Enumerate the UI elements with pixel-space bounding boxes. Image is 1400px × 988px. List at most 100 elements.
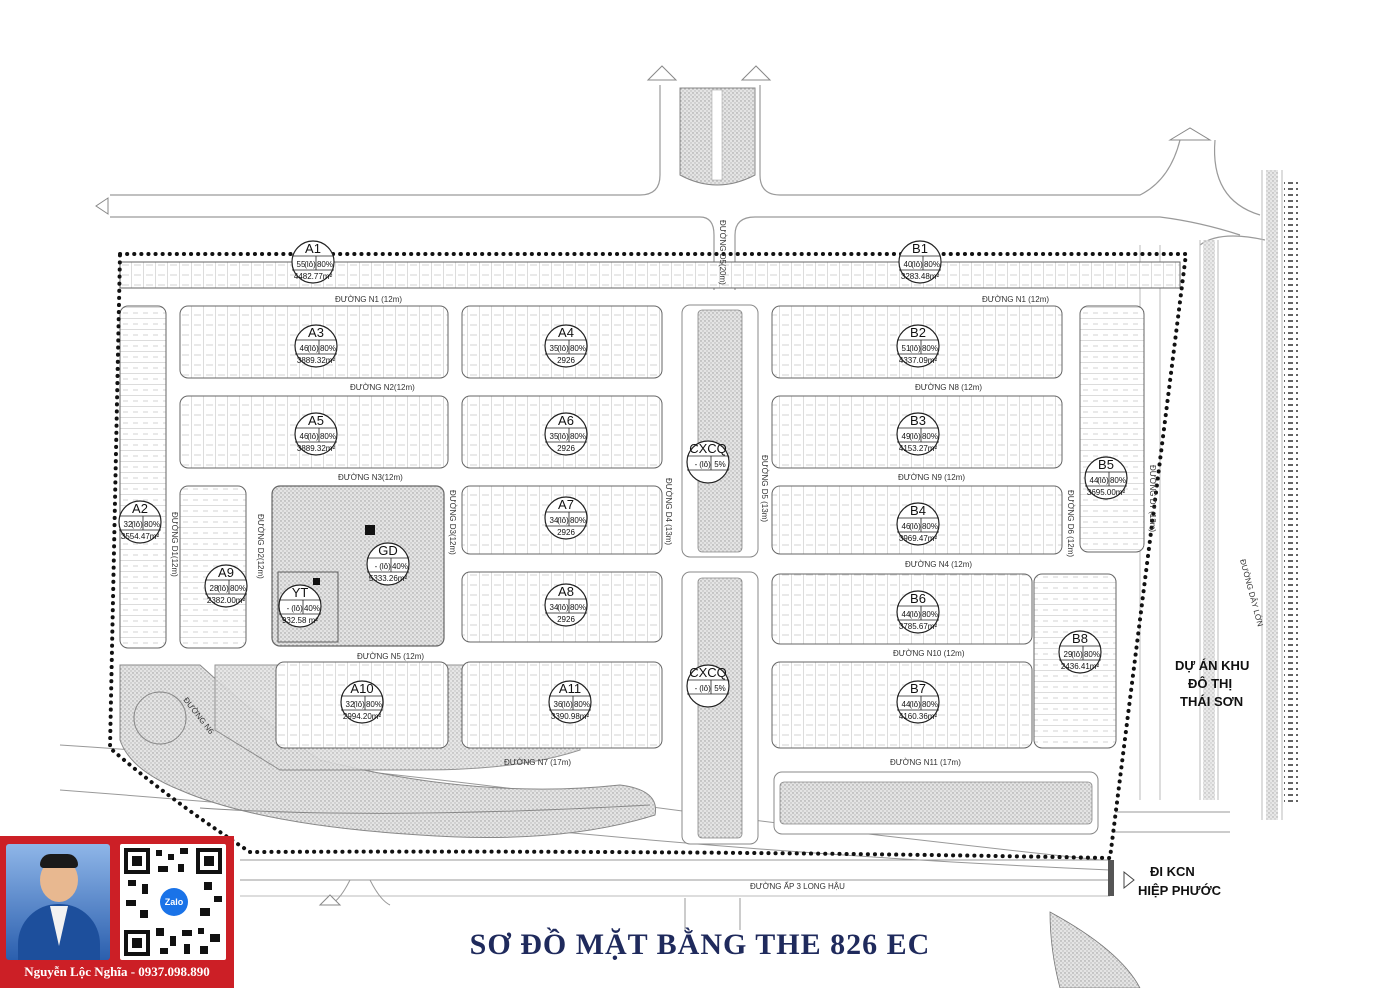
road-n3: ĐƯỜNG N3(12m) bbox=[338, 473, 403, 482]
block-id: A5 bbox=[308, 413, 324, 428]
block-density: 80% bbox=[317, 260, 333, 269]
block-lot-unit: (lô) bbox=[909, 432, 921, 441]
road-n11: ĐƯỜNG N11 (17m) bbox=[890, 758, 961, 767]
block-id: A11 bbox=[559, 681, 581, 696]
block-lot-unit: (lô) bbox=[379, 562, 391, 571]
road-n2: ĐƯỜNG N2(12m) bbox=[350, 383, 415, 392]
block-lot-unit: (lô) bbox=[557, 516, 569, 525]
label-kcn-hiep-phuoc: ĐI KCN HIỆP PHƯỚC bbox=[1138, 864, 1222, 898]
block-lot-unit: (lô) bbox=[304, 260, 316, 269]
block-area: 2926 bbox=[557, 356, 575, 365]
svg-text:ĐI KCN: ĐI KCN bbox=[1150, 864, 1195, 879]
block-lot-count: 40 bbox=[904, 260, 913, 269]
block-id: B1 bbox=[912, 241, 928, 256]
page-title: SƠ ĐỒ MẶT BẰNG THE 826 EC bbox=[469, 928, 931, 961]
road-n1-left: ĐƯỜNG N1 (12m) bbox=[335, 295, 402, 304]
road-d4: ĐƯỜNG D4 (13m) bbox=[664, 478, 673, 545]
svg-text:HIỆP PHƯỚC: HIỆP PHƯỚC bbox=[1138, 883, 1222, 898]
block-density: 80% bbox=[1110, 476, 1126, 485]
block-area: 3283.48m² bbox=[901, 272, 940, 281]
road-d1: ĐƯỜNG D1(12m) bbox=[170, 512, 179, 577]
road-d6: ĐƯỜNG D6 (12m) bbox=[1066, 490, 1075, 557]
block-density: 80% bbox=[570, 516, 586, 525]
block-area: 4153.27m² bbox=[899, 444, 938, 453]
block-area: 2926 bbox=[557, 615, 575, 624]
block-lot-unit: (lô) bbox=[217, 584, 229, 593]
contact-card: Zalo Nguyễn Lộc Nghĩa - 0937.098.890 bbox=[0, 836, 234, 988]
block-lot-unit: (lô) bbox=[307, 344, 319, 353]
block-id: B6 bbox=[910, 591, 926, 606]
road-n4: ĐƯỜNG N4 (12m) bbox=[905, 560, 972, 569]
contact-line: Nguyễn Lộc Nghĩa - 0937.098.890 bbox=[24, 964, 210, 979]
block-lot-count: 32 bbox=[346, 700, 355, 709]
block-area: 4160.36m² bbox=[899, 712, 938, 721]
block-area: 932.58 m² bbox=[282, 616, 318, 625]
block-density: 80% bbox=[320, 344, 336, 353]
roundabout bbox=[133, 691, 187, 745]
block-lot-count: 35 bbox=[550, 344, 559, 353]
block-density: 80% bbox=[922, 700, 938, 709]
block-area: 2436.41m² bbox=[1061, 662, 1100, 671]
block-lot-unit: (lô) bbox=[909, 700, 921, 709]
qr-code-icon[interactable]: Zalo bbox=[120, 844, 226, 960]
block-area: 4482.77m² bbox=[294, 272, 333, 281]
svg-text:DỰ ÁN KHU: DỰ ÁN KHU bbox=[1175, 658, 1249, 673]
road-n10: ĐƯỜNG N10 (12m) bbox=[893, 649, 965, 658]
svg-text:THÁI SƠN: THÁI SƠN bbox=[1180, 694, 1243, 709]
road-d2: ĐƯỜNG D2(12m) bbox=[256, 514, 265, 579]
block-id: A9 bbox=[218, 565, 234, 580]
block-lot-count: 29 bbox=[1064, 650, 1073, 659]
road-n8: ĐƯỜNG N8 (12m) bbox=[915, 383, 982, 392]
block-id: YT bbox=[292, 585, 309, 600]
block-lot-count: 44 bbox=[902, 610, 911, 619]
block-lot-count: 46 bbox=[902, 522, 911, 531]
block-id: B2 bbox=[910, 325, 926, 340]
block-density: 80% bbox=[366, 700, 382, 709]
block-id: GD bbox=[378, 543, 398, 558]
block-lot-unit: (lô) bbox=[911, 260, 923, 269]
block-id: B3 bbox=[910, 413, 926, 428]
block-lot-count: 46 bbox=[300, 344, 309, 353]
block-id: B7 bbox=[910, 681, 926, 696]
block-density: 80% bbox=[922, 344, 938, 353]
block-lot-unit: (lô) bbox=[307, 432, 319, 441]
block-area: 4337.09m² bbox=[899, 356, 938, 365]
block-area: 2382.00m² bbox=[207, 596, 246, 605]
svg-text:ĐÔ THỊ: ĐÔ THỊ bbox=[1188, 676, 1232, 691]
block-lot-count: 28 bbox=[210, 584, 219, 593]
block-density: 80% bbox=[1084, 650, 1100, 659]
road-n1-right: ĐƯỜNG N1 (12m) bbox=[982, 295, 1049, 304]
block-lot-unit: (lô) bbox=[909, 522, 921, 531]
block-density: 80% bbox=[922, 522, 938, 531]
block-area: 3785.67m² bbox=[899, 622, 938, 631]
lot-blocks bbox=[119, 261, 1181, 749]
block-density: 5% bbox=[714, 684, 726, 693]
road-n7: ĐƯỜNG N7 (17m) bbox=[504, 758, 571, 767]
block-density: 80% bbox=[570, 603, 586, 612]
block-area: 2926 bbox=[557, 444, 575, 453]
zalo-icon: Zalo bbox=[160, 888, 188, 916]
arrow-right-icon bbox=[1123, 870, 1135, 890]
block-id: A7 bbox=[558, 497, 574, 512]
block-density: 40% bbox=[392, 562, 408, 571]
block-markers: A155(lô)80%4482.77m²A232(lô)80%3554.47m²… bbox=[118, 240, 1128, 724]
block-lot-count: 51 bbox=[902, 344, 911, 353]
avatar bbox=[6, 844, 110, 960]
block-id: CXCQ bbox=[689, 441, 727, 456]
block-density: 80% bbox=[570, 432, 586, 441]
block-area: 2994.20m² bbox=[343, 712, 382, 721]
road-d7: ĐƯỜNG D7 (12m) bbox=[1148, 465, 1157, 532]
block-lot-count: 34 bbox=[550, 516, 559, 525]
block-id: CXCQ bbox=[689, 665, 727, 680]
block-lot-count: 55 bbox=[297, 260, 306, 269]
